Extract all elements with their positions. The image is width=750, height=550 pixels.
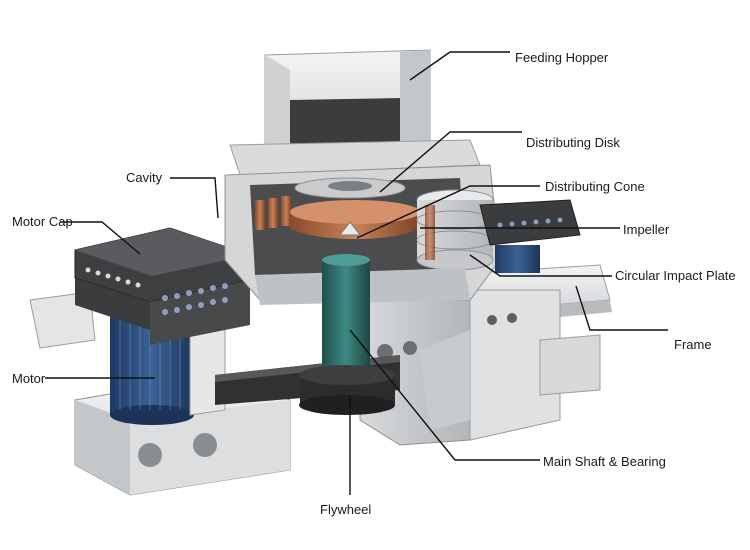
label-feeding-hopper: Feeding Hopper [515,50,609,65]
leader-distributing-cone [356,185,540,239]
label-motor: Motor [12,371,46,386]
label-cavity: Cavity [126,170,163,185]
leader-circular-impact-plate [469,254,612,277]
leader-cavity [170,177,219,219]
label-circular-impact-plate: Circular Impact Plate [615,268,736,283]
label-main-shaft-bearing: Main Shaft & Bearing [543,454,666,469]
flywheel-graphic [299,365,395,415]
leader-motor-cap [60,221,141,255]
crusher-body-graphic [224,49,581,305]
label-impeller: Impeller [623,222,670,237]
motor-cap-graphic [74,227,251,345]
label-frame: Frame [674,337,712,352]
leader-feeding-hopper [409,51,510,81]
impact-plate-stack [416,189,494,271]
leader-distributing-disk [379,131,522,193]
leader-lines [45,51,668,495]
label-flywheel: Flywheel [320,502,372,517]
label-distributing-cone: Distributing Cone [545,179,645,194]
label-motor-cap: Motor Cap [12,214,73,229]
leader-frame [575,285,668,331]
leader-main-shaft-bearing [349,329,540,461]
label-distributing-disk: Distributing Disk [526,135,620,150]
